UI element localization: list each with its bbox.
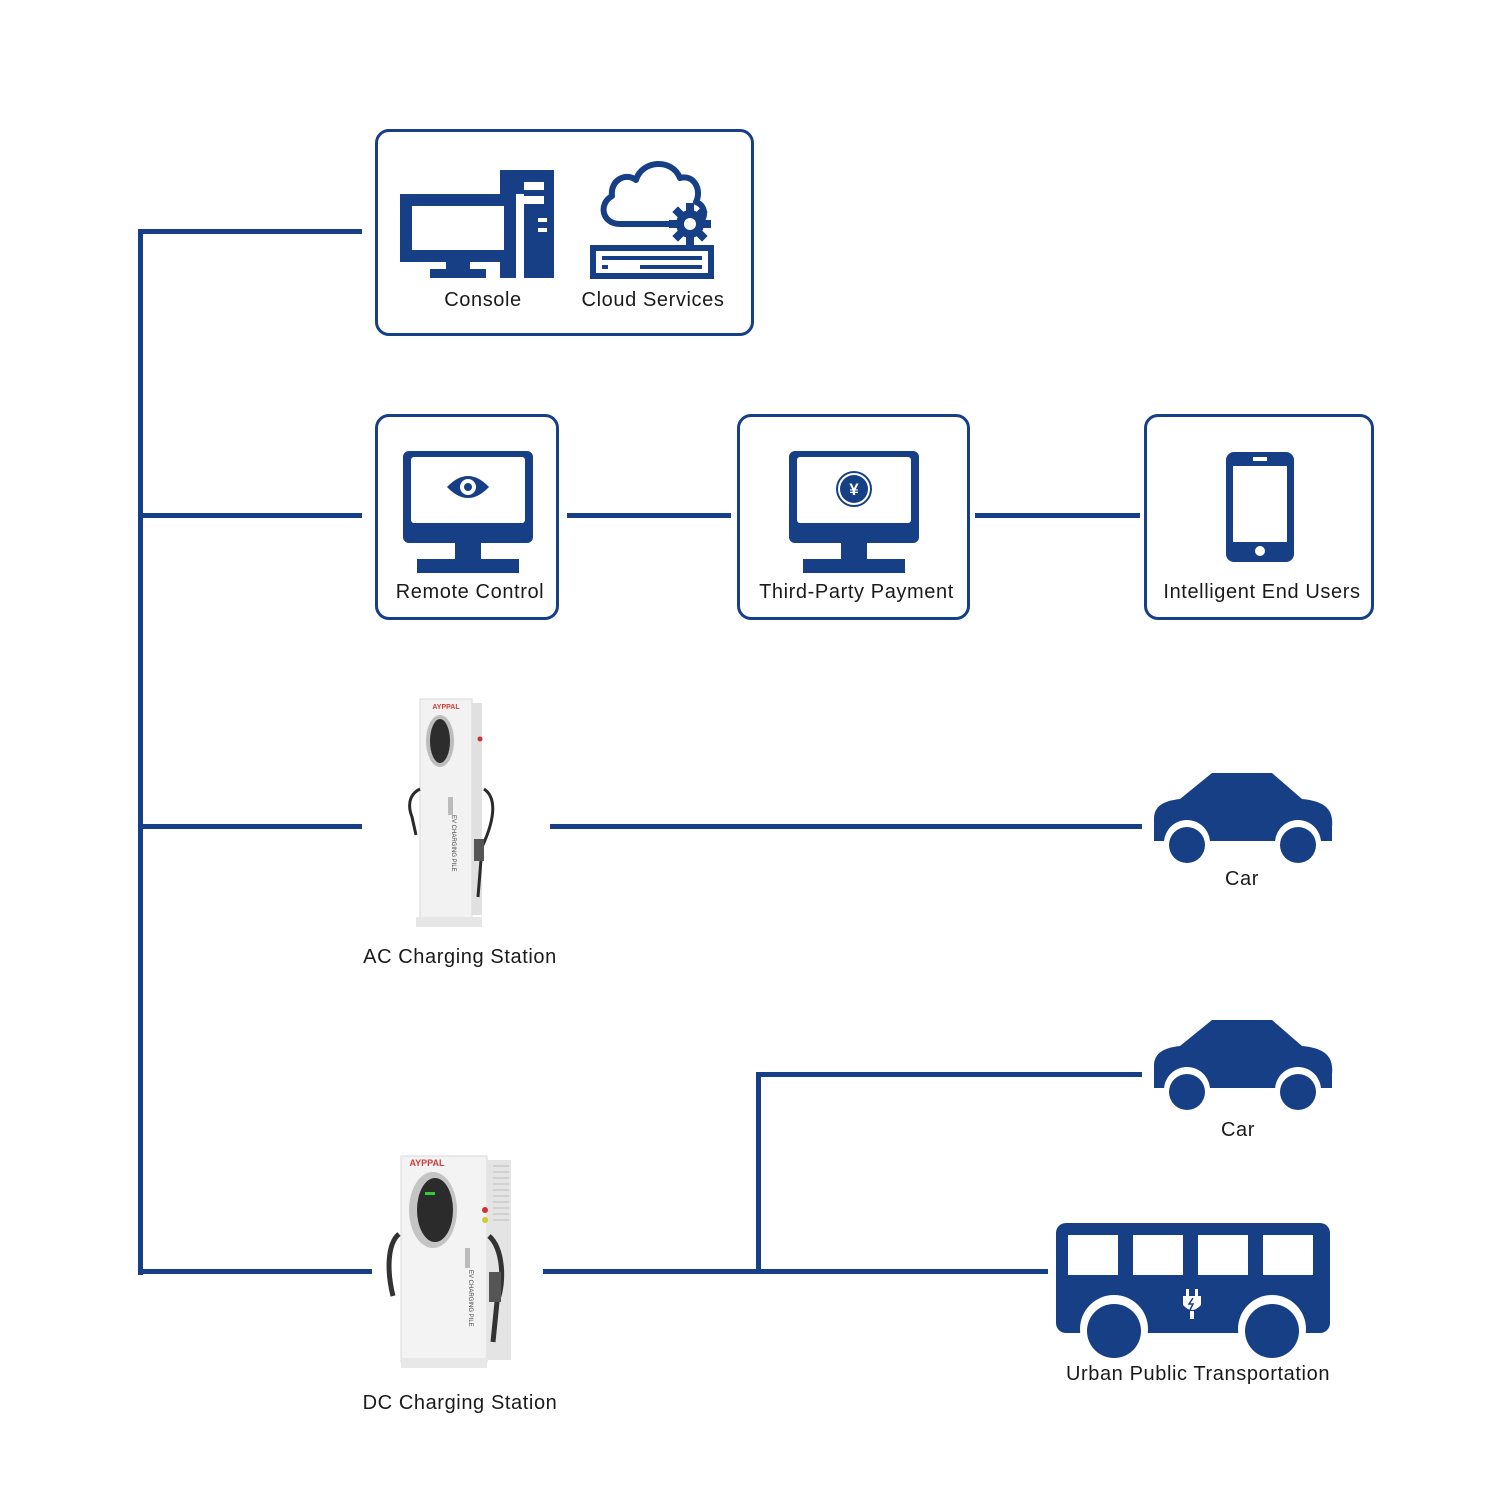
link-dc-riser — [756, 1072, 761, 1272]
dc-side-text: EV CHARGING PILE — [467, 1270, 473, 1327]
car-ac-label: Car — [1224, 868, 1260, 890]
branch-remote-control — [138, 513, 362, 518]
branch-console — [138, 229, 362, 234]
branch-dc-station — [138, 1269, 372, 1274]
remote-control-label: Remote Control — [395, 581, 545, 603]
link-ac-to-car — [550, 824, 1142, 829]
car-icon[interactable] — [1152, 771, 1334, 867]
dc-station-label: DC Charging Station — [362, 1392, 558, 1414]
remote-control-box[interactable]: Remote Control — [375, 414, 559, 620]
trunk-line — [138, 229, 143, 1275]
ac-station-label: AC Charging Station — [363, 946, 557, 968]
car-icon[interactable] — [1152, 1018, 1334, 1114]
monitor-yen-icon: ¥ — [789, 451, 919, 573]
link-dc-to-car — [756, 1072, 1142, 1077]
link-remote-to-payment — [567, 513, 731, 518]
console-label: Console — [444, 289, 522, 311]
monitor-eye-icon — [403, 451, 533, 573]
intelligent-end-users-label: Intelligent End Users — [1163, 581, 1361, 603]
console-cloud-box[interactable]: Console — [375, 129, 754, 336]
link-payment-to-users — [975, 513, 1140, 518]
bus-label: Urban Public Transportation — [1065, 1363, 1331, 1385]
third-party-payment-box[interactable]: ¥ Third-Party Payment — [737, 414, 970, 620]
ac-side-text: EV CHARGING PILE — [450, 815, 456, 872]
third-party-payment-label: Third-Party Payment — [759, 581, 954, 603]
car-dc-label: Car — [1220, 1119, 1256, 1141]
yen-symbol: ¥ — [849, 480, 859, 499]
plug-icon — [1183, 1289, 1201, 1319]
electric-bus-icon[interactable] — [1056, 1223, 1332, 1359]
cloud-services-label: Cloud Services — [581, 289, 725, 311]
dc-brand-text: AYPPAL — [409, 1158, 445, 1168]
ac-brand-text: AYPPAL — [432, 704, 460, 711]
ac-charger-image[interactable]: AYPPAL EV CHARGING PILE — [402, 697, 502, 929]
desktop-computer-icon — [400, 168, 556, 280]
branch-ac-station — [138, 824, 362, 829]
dc-charger-image[interactable]: AYPPAL EV CHARGING PILE — [385, 1152, 515, 1374]
intelligent-end-users-box[interactable]: Intelligent End Users — [1144, 414, 1374, 620]
link-dc-to-bus — [543, 1269, 1048, 1274]
smartphone-icon — [1226, 452, 1294, 562]
cloud-server-gear-icon — [590, 152, 716, 282]
